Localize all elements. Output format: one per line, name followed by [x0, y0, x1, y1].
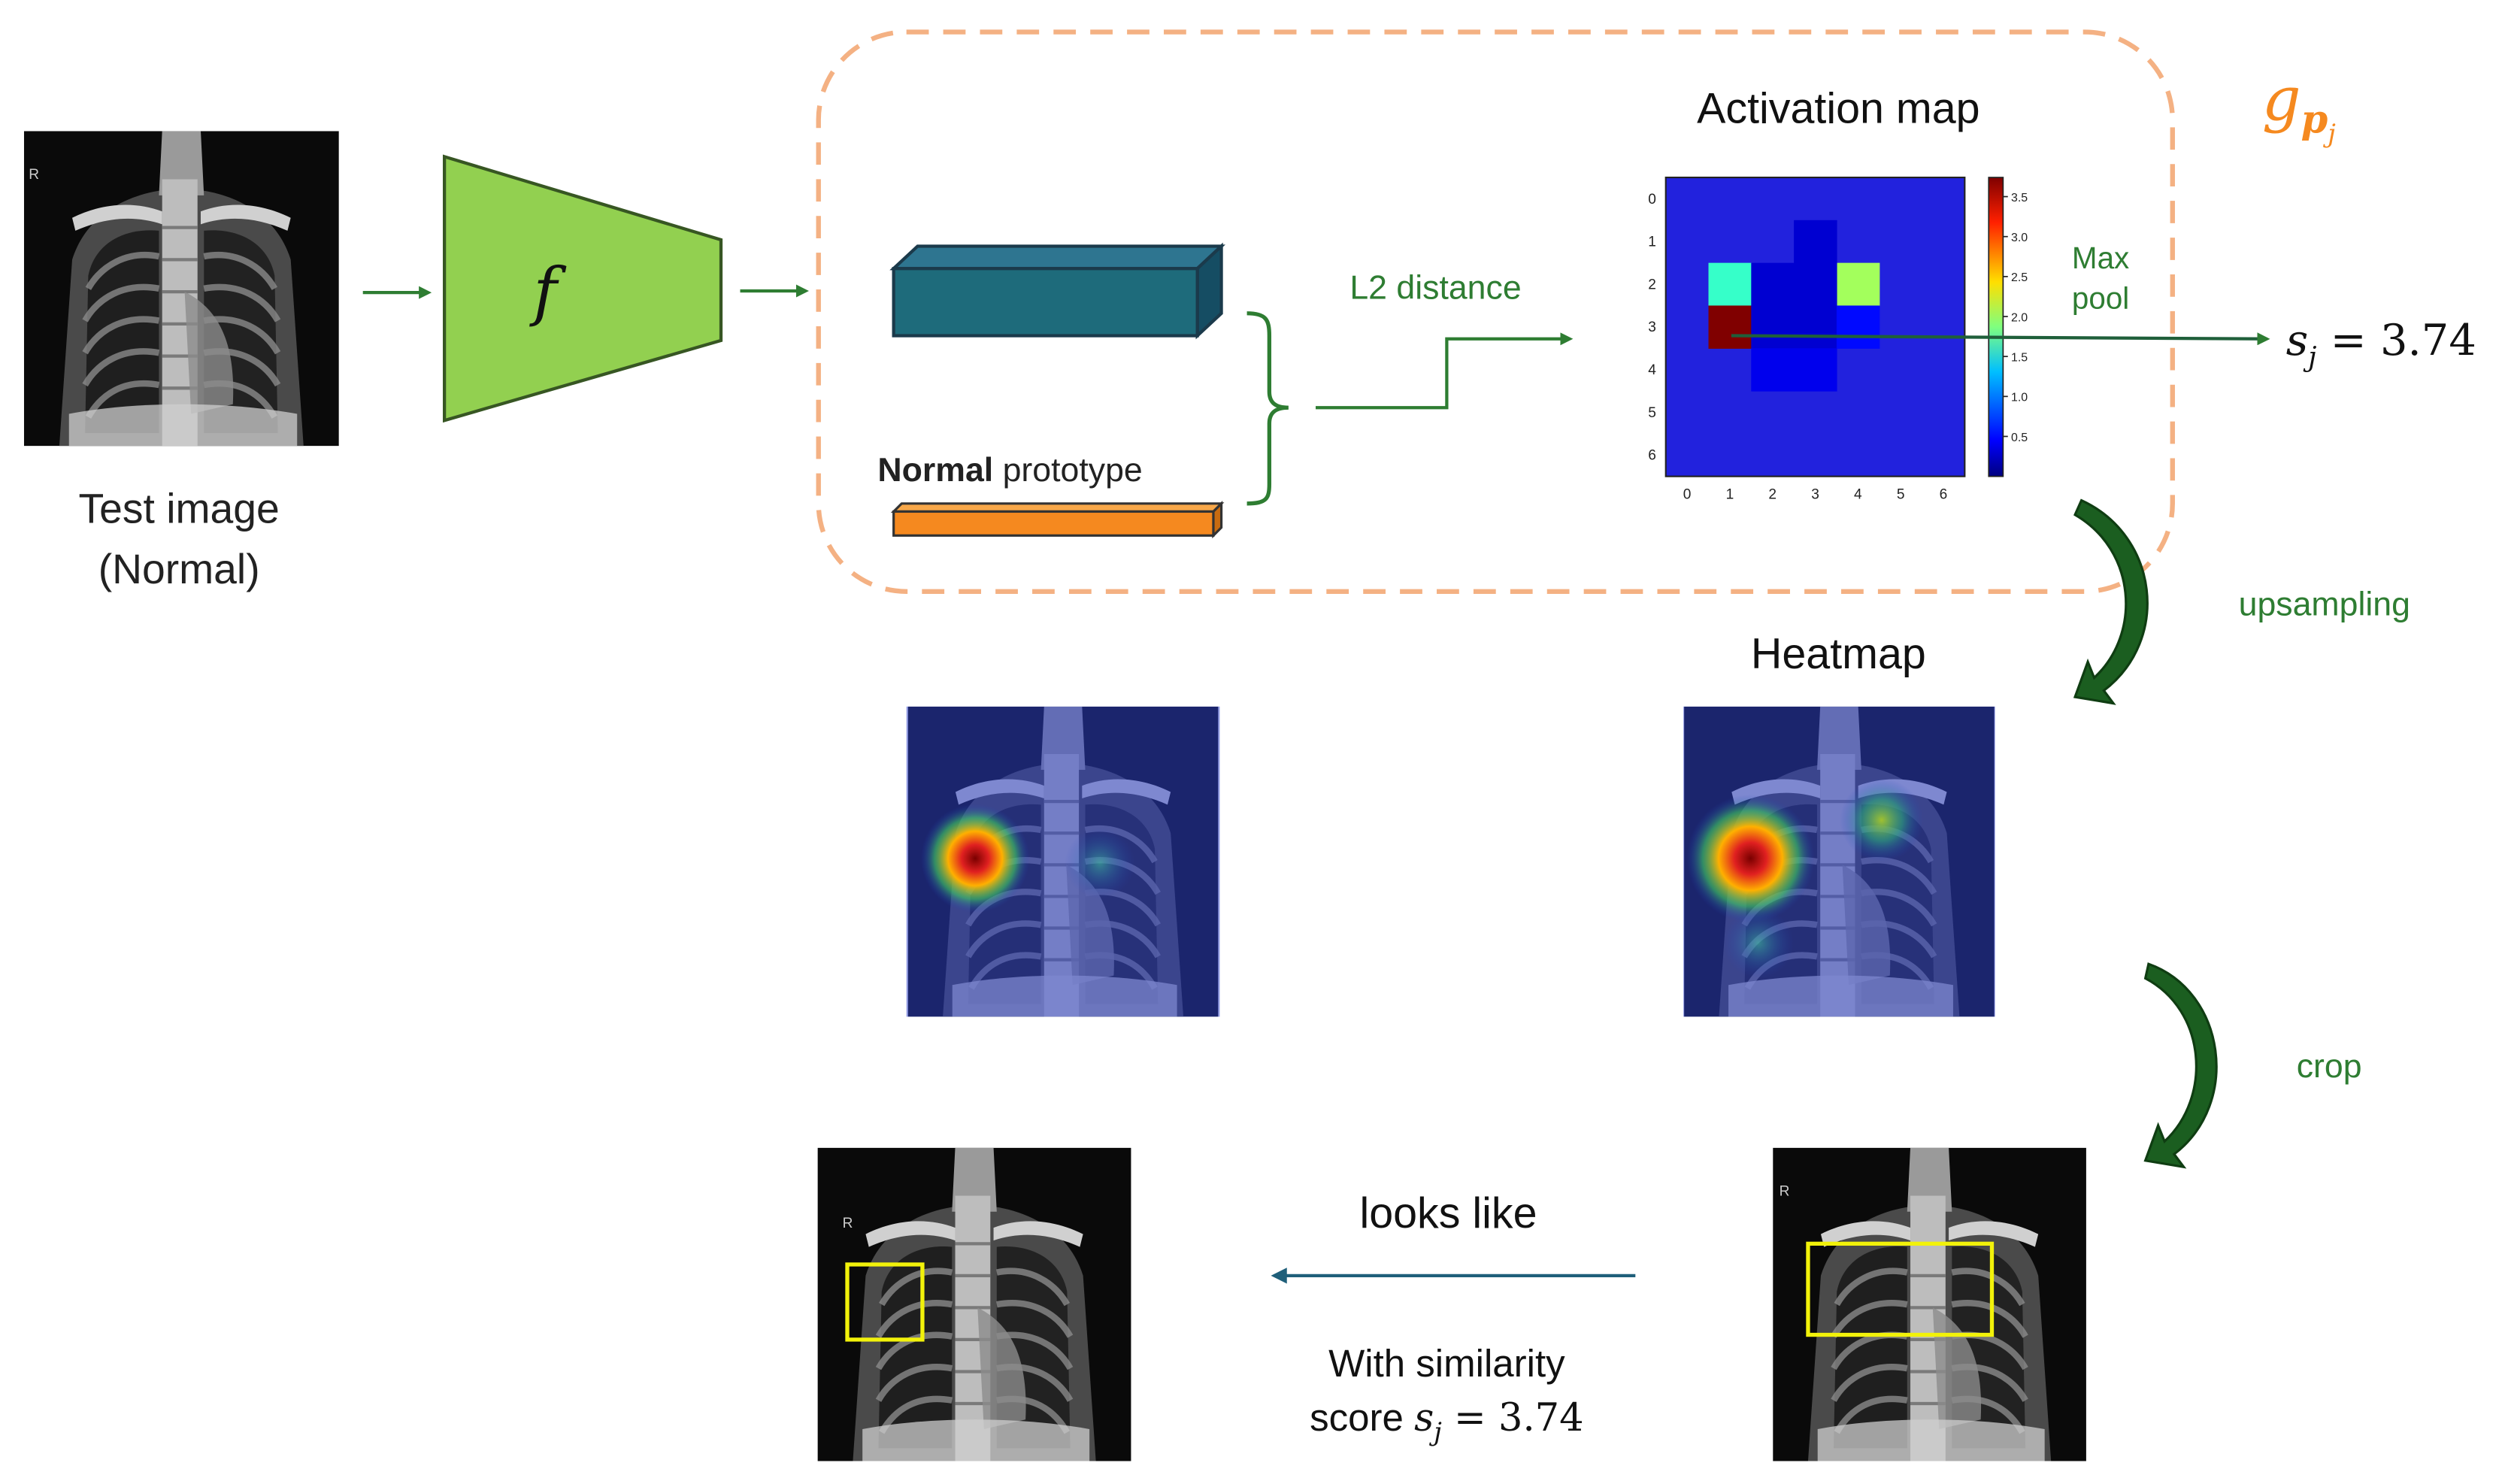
score-var: s	[2286, 315, 2308, 365]
activation-cell	[1836, 305, 1880, 349]
test-crop-image: R	[1773, 1148, 2086, 1461]
activation-cell	[1708, 262, 1752, 307]
prototype-label: Normal prototype	[877, 452, 1142, 489]
activation-x-tick: 3	[1811, 486, 1819, 502]
looks-like-label: looks like	[1359, 1189, 1537, 1237]
activation-cell	[1794, 220, 1837, 264]
prototype-source-image: R	[818, 1148, 1131, 1461]
similarity-line2: score sj = 3.74	[1310, 1396, 1583, 1447]
activation-x-tick: 0	[1683, 486, 1692, 502]
prototype-label-rest: prototype	[993, 452, 1143, 489]
colorbar-tick-label: 1.0	[2011, 392, 2028, 404]
activation-x-tick: 6	[1940, 486, 1948, 502]
upsampling-arrow	[2073, 498, 2149, 705]
test-patch-box	[1806, 1241, 1995, 1337]
crop-label: crop	[2297, 1048, 2362, 1085]
arrow-l2-to-activation	[1316, 332, 1574, 410]
activation-y-tick: 2	[1648, 277, 1656, 292]
score-value: = 3.74	[2316, 315, 2476, 365]
activation-y-tick: 4	[1648, 362, 1656, 378]
activation-cell	[1708, 305, 1752, 349]
test-image-label: Test image	[79, 485, 280, 532]
g-symbol: g	[2262, 64, 2301, 135]
activation-cell	[1751, 262, 1795, 307]
upsampling-label: upsampling	[2239, 586, 2410, 623]
prototype-unit-label: gpj	[2262, 64, 2336, 149]
test-crop-r-marker: R	[1780, 1184, 1790, 1200]
activation-x-tick: 5	[1897, 486, 1905, 502]
colorbar-tick-label: 0.5	[2011, 432, 2028, 444]
max-pool-label-line2: pool	[2072, 280, 2129, 315]
normal-prototype-block	[890, 500, 1225, 539]
prototype-layer-region	[816, 29, 2175, 594]
similarity-var: s	[1414, 1396, 1434, 1440]
xray-r-marker: R	[29, 167, 39, 183]
similarity-prefix: score	[1310, 1396, 1414, 1439]
g-sub-p: p	[2301, 97, 2328, 142]
prototype-patch-box	[845, 1262, 925, 1342]
similarity-value: = 3.74	[1442, 1396, 1584, 1440]
activation-cell	[1751, 348, 1795, 392]
colorbar-tick-label: 2.5	[2011, 271, 2028, 284]
colorbar-tick-label: 1.5	[2011, 352, 2028, 365]
activation-colorbar	[1988, 177, 2004, 477]
prototype-r-marker: R	[843, 1216, 853, 1231]
activation-x-tick: 2	[1768, 486, 1777, 502]
similarity-line1: With similarity	[1328, 1342, 1565, 1385]
test-heatmap-image	[1683, 706, 1995, 1017]
prototype-label-class: Normal	[877, 452, 993, 489]
activation-map-title: Activation map	[1697, 85, 1980, 133]
test-image-class-label: (Normal)	[98, 546, 260, 592]
crop-arrow	[2143, 962, 2218, 1169]
activation-x-tick: 4	[1854, 486, 1862, 502]
colorbar-tick-label: 3.5	[2011, 192, 2028, 204]
activation-y-tick: 3	[1648, 320, 1656, 335]
feature-map-block	[889, 242, 1225, 340]
colorbar-ticks: 3.5 3.0 2.5 2.0 1.5 1.0 0.5	[2003, 192, 2028, 444]
max-pool-label-line1: Max	[2072, 241, 2129, 275]
combine-brace	[1246, 311, 1289, 506]
activation-y-tick: 6	[1648, 448, 1656, 464]
colorbar-tick-label: 2.0	[2011, 311, 2028, 324]
heatmap-title: Heatmap	[1751, 630, 1926, 678]
activation-map-y-ticks: 0 1 2 3 4 5 6	[1648, 192, 1656, 464]
activation-map-x-ticks: 0 1 2 3 4 5 6	[1683, 486, 1947, 502]
activation-y-tick: 0	[1648, 192, 1656, 207]
activation-cell	[1751, 305, 1795, 349]
activation-cell	[1794, 348, 1837, 392]
l2-distance-label: L2 distance	[1349, 270, 1521, 307]
activation-map-cells	[1708, 220, 1880, 392]
activation-cell	[1836, 262, 1880, 307]
arrow-maxpool-to-score	[1731, 332, 2270, 346]
activation-cell	[1794, 305, 1837, 349]
activation-x-tick: 1	[1726, 486, 1734, 502]
activation-y-tick: 1	[1648, 235, 1656, 250]
activation-y-tick: 5	[1648, 405, 1656, 421]
encoder-f	[443, 154, 723, 423]
similarity-score-right: sj = 3.74	[2286, 315, 2476, 373]
colorbar-tick-label: 3.0	[2011, 232, 2028, 244]
activation-cell	[1794, 262, 1837, 307]
prototype-heatmap-image	[907, 706, 1220, 1017]
test-xray-image: R	[24, 131, 339, 446]
